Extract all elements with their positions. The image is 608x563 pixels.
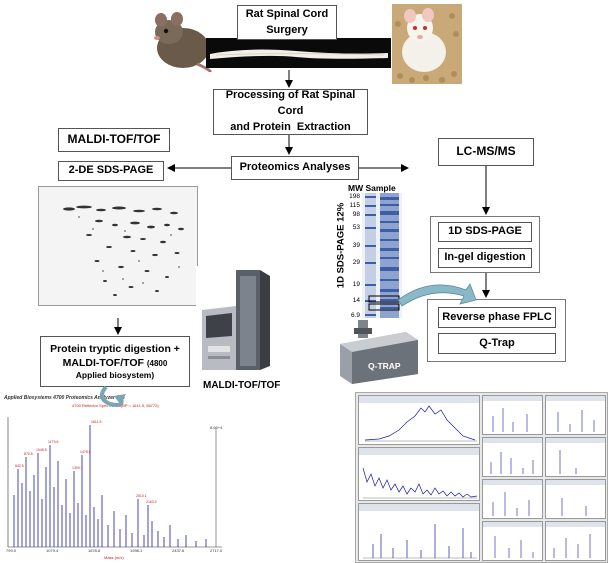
spectrum-xtick: 2437.6 [172,548,185,553]
maldi-header-label: MALDI-TOF/TOF [67,132,161,147]
spectrum-xticks: 799.0 1079.4 1678.8 1998.1 2437.6 2717.0 [0,548,232,556]
surgery-line-1: Rat Spinal Cord [245,7,329,20]
ingel-box: In-gel digestion [438,248,532,268]
mw-sample-label: MW Sample [348,183,396,193]
svg-text:870.5: 870.5 [24,452,33,456]
lcms-header-box: LC-MS/MS [438,138,534,166]
mw-marker: 198 [349,193,360,200]
processing-box: Processing of Rat Spinal Cord and Protei… [213,89,368,135]
svg-text:1300.7: 1300.7 [72,466,83,470]
svg-text:1179.6: 1179.6 [48,440,58,444]
mw-marker: 14 [352,297,360,304]
qtrap-box: Q-Trap [438,333,556,354]
spectrum-xlabel: Mass (m/z) [104,555,124,560]
lcms-ms-panel [482,437,543,477]
mw-marker: 115 [349,202,360,209]
spinal-cord-photo [206,38,391,68]
reverse-box: Reverse phase FPLC [438,307,556,328]
lcms-spectra-grid [355,392,608,563]
oned-label: 1D SDS-PAGE [448,225,522,238]
lcms-ms-panel [545,479,606,519]
arrow-tryptic-to-spectrum [99,385,124,407]
lcms-ms-panel [545,521,606,561]
qtrap-instrument-photo [336,318,420,386]
spectrum-title: Applied Biosystems 4700 Proteomics Analy… [4,395,125,401]
mw-marker: 19 [352,281,360,288]
lcms-spectrum-bottom [358,503,480,561]
reverse-label: Reverse phase FPLC [442,310,552,323]
svg-text:1611.5: 1611.5 [91,420,101,424]
svg-text:2010.1: 2010.1 [136,494,147,498]
lcms-chromatogram [358,395,480,445]
surgery-line-2: Surgery [266,23,308,36]
svg-text:1045.5: 1045.5 [36,448,47,452]
spectrum-xtick: 1998.1 [130,548,143,553]
svg-text:2163.0: 2163.0 [146,500,157,504]
oned-group [430,216,540,273]
spectrum-xtick: 799.0 [6,548,17,553]
mw-marker: 39 [352,242,360,249]
maldi-instrument-photo [196,266,278,376]
qtrap-instrument-label: Q-TRAP [368,361,401,371]
oned-box: 1D SDS-PAGE [438,222,532,242]
lcms-ms-panel [482,479,543,519]
lcms-ms-panel [482,521,543,561]
lcms-spectrum-large [358,447,480,501]
svg-text:1475.8: 1475.8 [80,450,91,454]
svg-text:842.5: 842.5 [15,464,24,468]
tryptic-line-1: Protein tryptic digestion + [50,342,180,355]
spectrum-corner: 8.66+4 [210,425,223,430]
tryptic-small: (4800 [146,358,168,368]
lcms-ms-panel [545,395,606,435]
mw-marker: 29 [352,259,360,266]
processing-line-1: Processing of Rat Spinal Cord [225,89,356,118]
maldi-header-box: MALDI-TOF/TOF [58,128,170,152]
mw-marker: 6.9 [350,312,360,319]
tryptic-box: Protein tryptic digestion + MALDI-TOF/TO… [40,336,190,387]
lcms-ms-panel [545,437,606,477]
tryptic-line-3: Applied biosystem) [75,369,155,380]
reverse-group [427,299,566,362]
white-rat-photo [392,4,462,84]
mw-marker-column: 198 115 98 53 39 29 19 14 6.9 [346,193,360,319]
2de-gel-image [38,186,198,306]
mw-marker: 53 [352,224,360,231]
spectrum-xtick: 1079.4 [46,548,59,553]
proteomics-box: Proteomics Analyses [231,156,359,180]
brown-rat-photo [147,6,213,72]
qtrap-box-label: Q-Trap [479,336,515,349]
twode-box: 2-DE SDS-PAGE [58,161,164,181]
spectrum-xtick: 2717.0 [210,548,223,553]
surgery-box: Rat Spinal Cord Surgery [237,5,337,40]
mw-marker: 98 [352,211,360,218]
1d-gel-image [362,193,402,319]
twode-label: 2-DE SDS-PAGE [68,164,154,177]
arrow-gel-to-1d-curved [397,283,477,307]
lcms-ms-panel [482,395,543,435]
ingel-label: In-gel digestion [444,251,526,264]
processing-line-2: and Protein Extraction [230,120,351,133]
maldi-spectrum: Applied Biosystems 4700 Proteomics Analy… [0,395,232,563]
maldi-instrument-label: MALDI-TOF/TOF [203,380,281,391]
spectrum-xtick: 1678.8 [88,548,101,553]
tryptic-line-2-wrap: MALDI-TOF/TOF (4800 [63,356,168,370]
tryptic-line-2: MALDI-TOF/TOF [62,356,144,369]
lcms-header-label: LC-MS/MS [456,144,516,159]
proteomics-label: Proteomics Analyses [239,161,351,174]
